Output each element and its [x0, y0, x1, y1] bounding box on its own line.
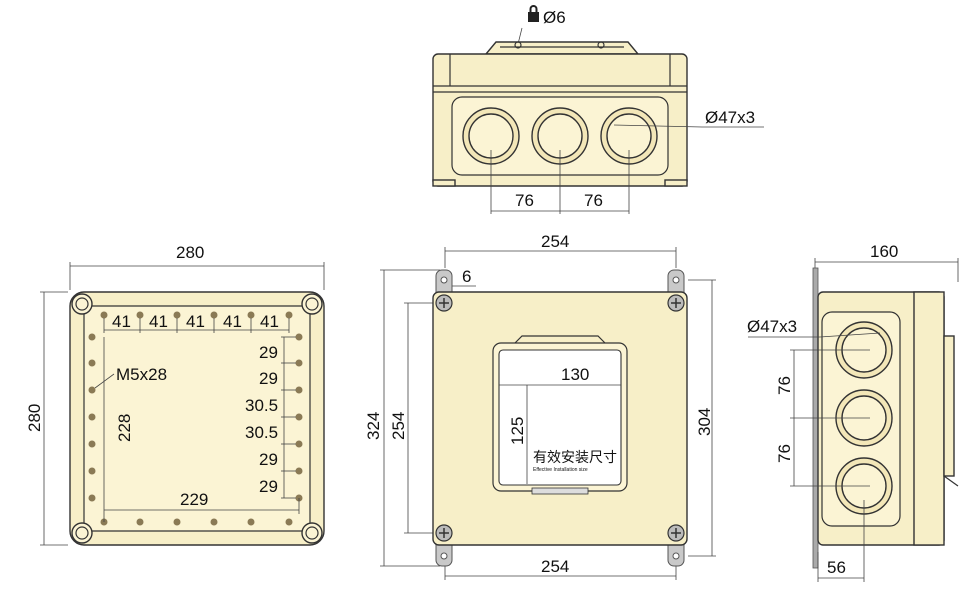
top-spacing-1: 76 [515, 191, 534, 210]
front-pitch-height: 254 [389, 412, 408, 440]
back-pitch-right-3: 30.5 [245, 396, 278, 415]
front-view: 254 254 6 324 254 304 [364, 232, 716, 580]
top-spacing-2: 76 [584, 191, 603, 210]
padlock-icon [528, 5, 539, 22]
window-caption-en: Effective Installation size [533, 467, 588, 473]
side-offset: 56 [827, 558, 846, 577]
back-width: 280 [176, 243, 204, 262]
side-spacing-1: 76 [775, 376, 794, 395]
front-width-bottom: 254 [541, 557, 569, 576]
side-view: 160 Ø47x3 76 76 56 [747, 242, 959, 582]
back-screw-spec: M5x28 [116, 365, 167, 384]
top-hole-spec: Ø47x3 [705, 108, 755, 127]
back-pitch-top-1: 41 [112, 312, 131, 331]
front-tab-offset: 6 [462, 267, 471, 286]
side-depth: 160 [870, 242, 898, 261]
front-body-height: 304 [695, 408, 714, 436]
padlock-dim: Ø6 [543, 8, 566, 27]
top-view: Ø6 Ø47x3 76 76 [432, 5, 764, 214]
back-pitch-right-2: 29 [259, 369, 278, 388]
screw-icon [435, 294, 685, 542]
back-pitch-top-4: 41 [223, 312, 242, 331]
window-width: 130 [561, 365, 589, 384]
back-pitch-right-1: 29 [259, 343, 278, 362]
back-inner-height: 228 [115, 414, 134, 442]
back-pitch-top-3: 41 [186, 312, 205, 331]
back-height: 280 [25, 404, 44, 432]
side-hole-spec: Ø47x3 [747, 317, 797, 336]
back-inner-width: 229 [180, 490, 208, 509]
back-pitch-right-4: 30.5 [245, 423, 278, 442]
side-spacing-2: 76 [775, 444, 794, 463]
back-pitch-right-6: 29 [259, 477, 278, 496]
back-pitch-top-2: 41 [149, 312, 168, 331]
back-pitch-top-5: 41 [260, 312, 279, 331]
window-height: 125 [508, 417, 527, 445]
back-view: 280 280 [25, 243, 325, 546]
window-caption-cn: 有效安装尺寸 [533, 449, 617, 465]
front-total-height: 324 [364, 412, 383, 440]
back-pitch-right-5: 29 [259, 450, 278, 469]
front-width-top: 254 [541, 232, 569, 251]
